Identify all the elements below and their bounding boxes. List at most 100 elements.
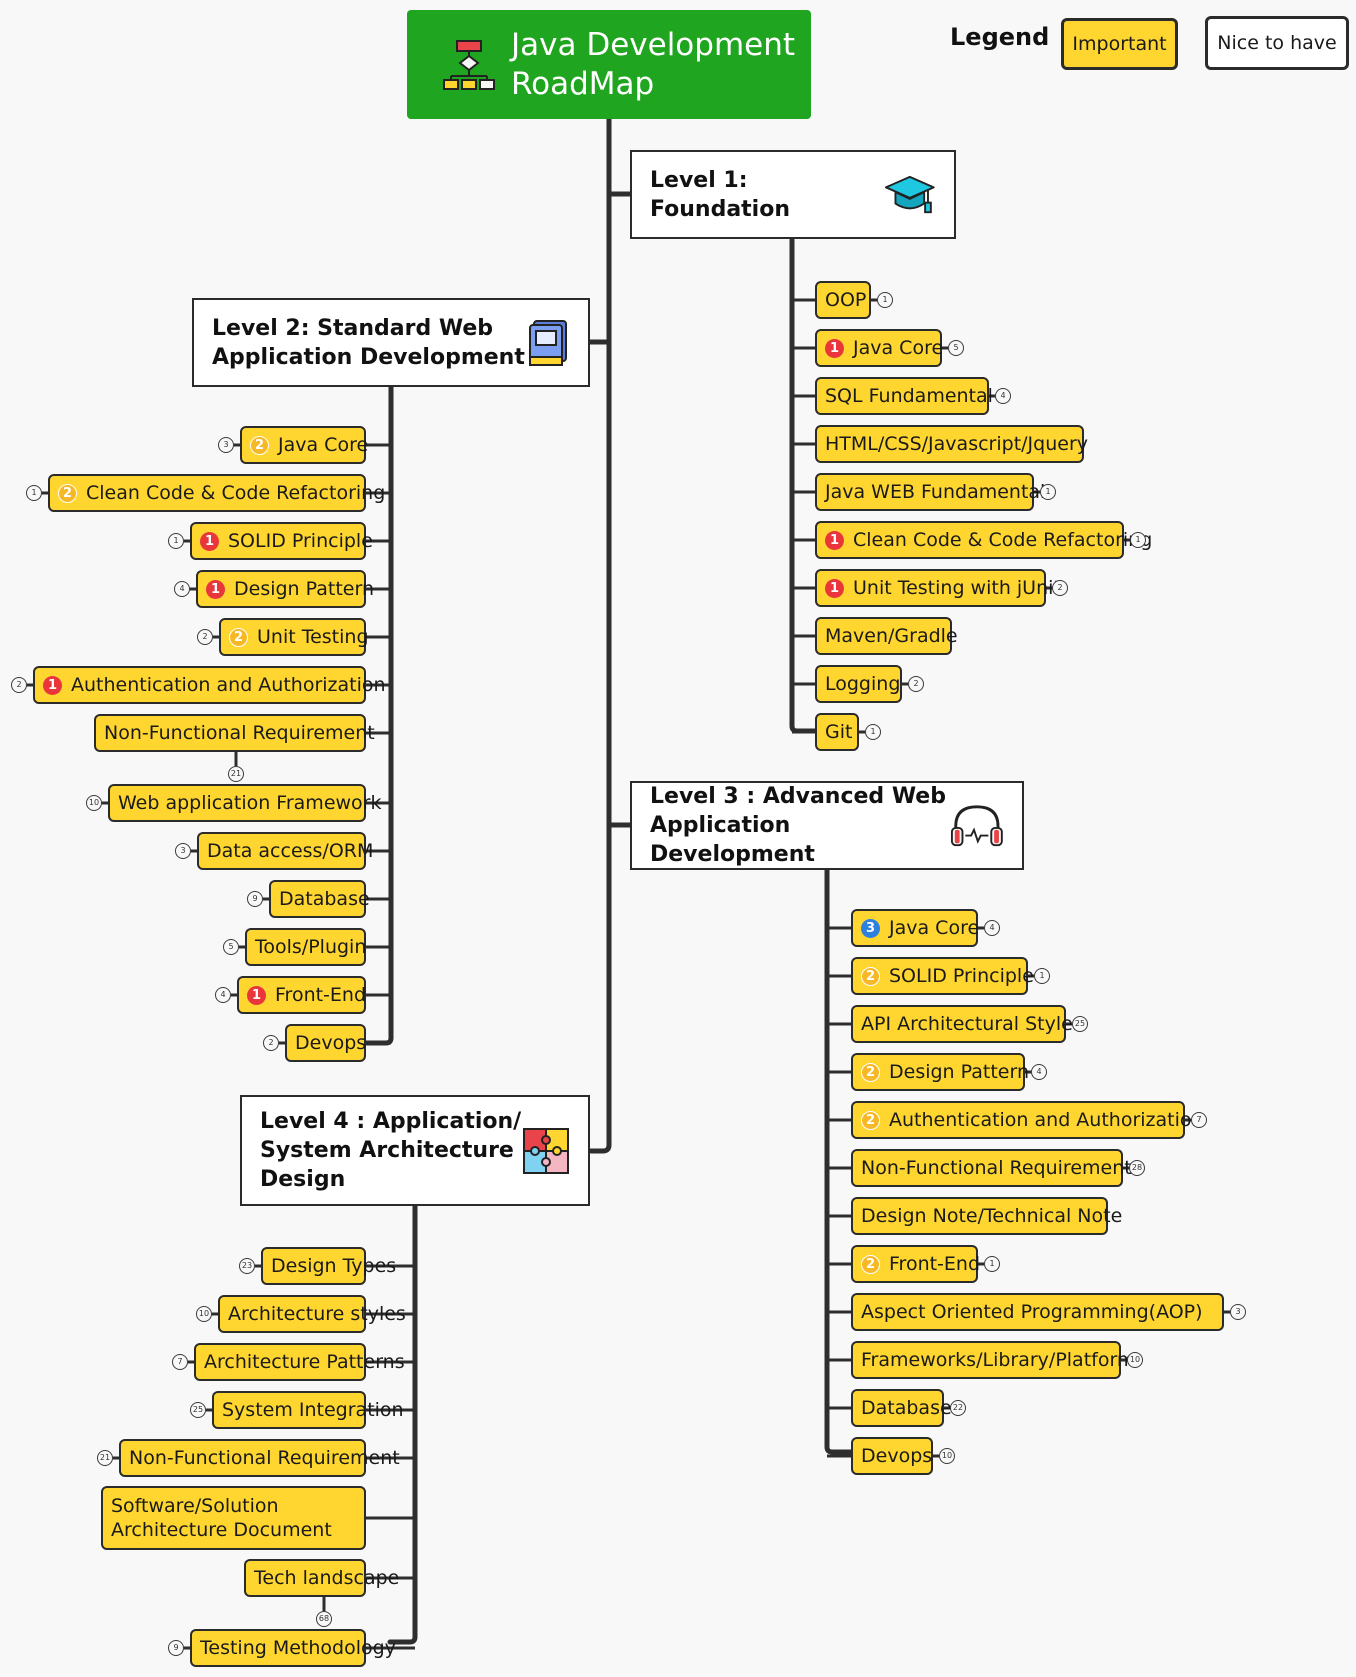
topic-node[interactable]: Database [851, 1389, 952, 1427]
subtopic-count-badge[interactable]: 9 [247, 891, 263, 907]
topic-node[interactable]: Git [815, 713, 859, 751]
priority-2-icon: 2 [861, 1062, 880, 1082]
subtopic-count-badge[interactable]: 4 [995, 388, 1011, 404]
topic-node[interactable]: Database [269, 880, 370, 918]
subtopic-count-badge[interactable]: 28 [1129, 1160, 1145, 1176]
topic-label: SQL Fundamental [825, 385, 993, 407]
topic-node[interactable]: Maven/Gradle [815, 617, 958, 655]
book-icon [529, 319, 567, 366]
topic-node[interactable]: Aspect Oriented Programming(AOP) [851, 1293, 1224, 1331]
subtopic-count-badge[interactable]: 10 [86, 795, 102, 811]
subtopic-count-badge[interactable]: 10 [196, 1306, 212, 1322]
level-4-header[interactable]: Level 4 : Application/ System Architectu… [240, 1095, 590, 1206]
level-2-header[interactable]: Level 2: Standard Web Application Develo… [192, 298, 590, 387]
subtopic-count-badge[interactable]: 7 [172, 1354, 188, 1370]
root-node[interactable]: Java Development RoadMap [407, 10, 811, 119]
subtopic-count-badge[interactable]: 7 [1191, 1112, 1207, 1128]
subtopic-count-badge[interactable]: 3 [1230, 1304, 1246, 1320]
priority-2-icon: 2 [861, 966, 880, 986]
topic-node[interactable]: Architecture Patterns [194, 1343, 405, 1381]
topic-node[interactable]: Tech landscape [244, 1559, 399, 1597]
subtopic-count-badge[interactable]: 2 [197, 629, 213, 645]
topic-node[interactable]: Logging [815, 665, 902, 703]
subtopic-count-badge[interactable]: 1 [877, 292, 893, 308]
subtopic-count-badge[interactable]: 5 [223, 939, 239, 955]
subtopic-count-badge[interactable]: 1 [168, 533, 184, 549]
topic-node[interactable]: Java WEB Fundamental [815, 473, 1045, 511]
level-1-header[interactable]: Level 1: Foundation [630, 150, 956, 239]
topic-node[interactable]: Non-Functional Requirement [119, 1439, 400, 1477]
subtopic-count-badge[interactable]: 21 [97, 1450, 113, 1466]
root-title-line1: Java Development [511, 26, 796, 63]
topic-label: Frameworks/Library/Platform [861, 1349, 1136, 1371]
subtopic-count-badge[interactable]: 4 [215, 987, 231, 1003]
topic-label: Non-Functional Requirement [129, 1447, 400, 1469]
level-3-header[interactable]: Level 3 : Advanced Web Application Devel… [630, 781, 1024, 870]
subtopic-count-badge[interactable]: 10 [939, 1448, 955, 1464]
subtopic-count-badge[interactable]: 3 [175, 843, 191, 859]
topic-node[interactable]: Data access/ORM [197, 832, 373, 870]
topic-node[interactable]: System Integration [212, 1391, 404, 1429]
subtopic-count-badge[interactable]: 2 [263, 1035, 279, 1051]
subtopic-count-badge[interactable]: 2 [11, 677, 27, 693]
subtopic-count-badge[interactable]: 1 [1130, 532, 1146, 548]
topic-node[interactable]: Devops [851, 1437, 933, 1475]
subtopic-count-badge[interactable]: 5 [948, 340, 964, 356]
subtopic-count-badge[interactable]: 2 [1052, 580, 1068, 596]
topic-node[interactable]: HTML/CSS/Javascript/Jquery [815, 425, 1088, 463]
topic-node[interactable]: Non-Functional Requirement [851, 1149, 1132, 1187]
topic-node[interactable]: Web application Framework [108, 784, 382, 822]
topic-node[interactable]: Non-Functional Requirement [94, 714, 375, 752]
subtopic-count-badge[interactable]: 10 [1127, 1352, 1143, 1368]
subtopic-count-badge[interactable]: 1 [26, 485, 42, 501]
priority-1-icon: 1 [206, 579, 225, 599]
level-1-title: Level 1: Foundation [650, 167, 791, 222]
topic-node[interactable]: OOP [815, 281, 871, 319]
subtopic-count-badge[interactable]: 2 [908, 676, 924, 692]
topic-node[interactable]: Design Note/Technical Note [851, 1197, 1122, 1235]
subtopic-count-badge[interactable]: 1 [1034, 968, 1050, 984]
topic-node[interactable]: Devops [285, 1024, 366, 1062]
topic-node[interactable]: 2 SOLID Principle [851, 957, 1034, 995]
subtopic-count-badge[interactable]: 9 [168, 1640, 184, 1656]
subtopic-count-badge[interactable]: 4 [984, 920, 1000, 936]
subtopic-count-badge[interactable]: 4 [1031, 1064, 1047, 1080]
subtopic-count-badge[interactable]: 23 [239, 1258, 255, 1274]
subtopic-count-badge[interactable]: 1 [1040, 484, 1056, 500]
topic-label: OOP [825, 289, 867, 311]
topic-node[interactable]: API Architectural Styles [851, 1005, 1083, 1043]
topic-node[interactable]: Tools/Plugin [245, 928, 366, 966]
topic-node[interactable]: Design Types [261, 1247, 396, 1285]
topic-node[interactable]: SQL Fundamental [815, 377, 993, 415]
subtopic-count-badge[interactable]: 1 [865, 724, 881, 740]
topic-node[interactable]: Architecture styles [218, 1295, 406, 1333]
topic-node[interactable]: Software/Solution Architecture Document [101, 1486, 366, 1550]
subtopic-count-badge[interactable]: 22 [950, 1400, 966, 1416]
topic-label: SOLID Principle [889, 965, 1034, 987]
subtopic-count-badge[interactable]: 25 [190, 1402, 206, 1418]
topic-label: Tech landscape [254, 1567, 400, 1589]
subtopic-count-badge[interactable]: 3 [218, 437, 234, 453]
topic-node[interactable]: Testing Methodology [190, 1629, 396, 1667]
subtopic-count-badge[interactable]: 4 [174, 581, 190, 597]
topic-node[interactable]: Frameworks/Library/Platform [851, 1341, 1135, 1379]
subtopic-count-badge[interactable]: 21 [228, 766, 244, 782]
subtopic-count-badge[interactable]: 68 [316, 1611, 332, 1627]
subtopic-count-badge[interactable]: 1 [984, 1256, 1000, 1272]
subtopic-count-badge[interactable]: 25 [1072, 1016, 1088, 1032]
